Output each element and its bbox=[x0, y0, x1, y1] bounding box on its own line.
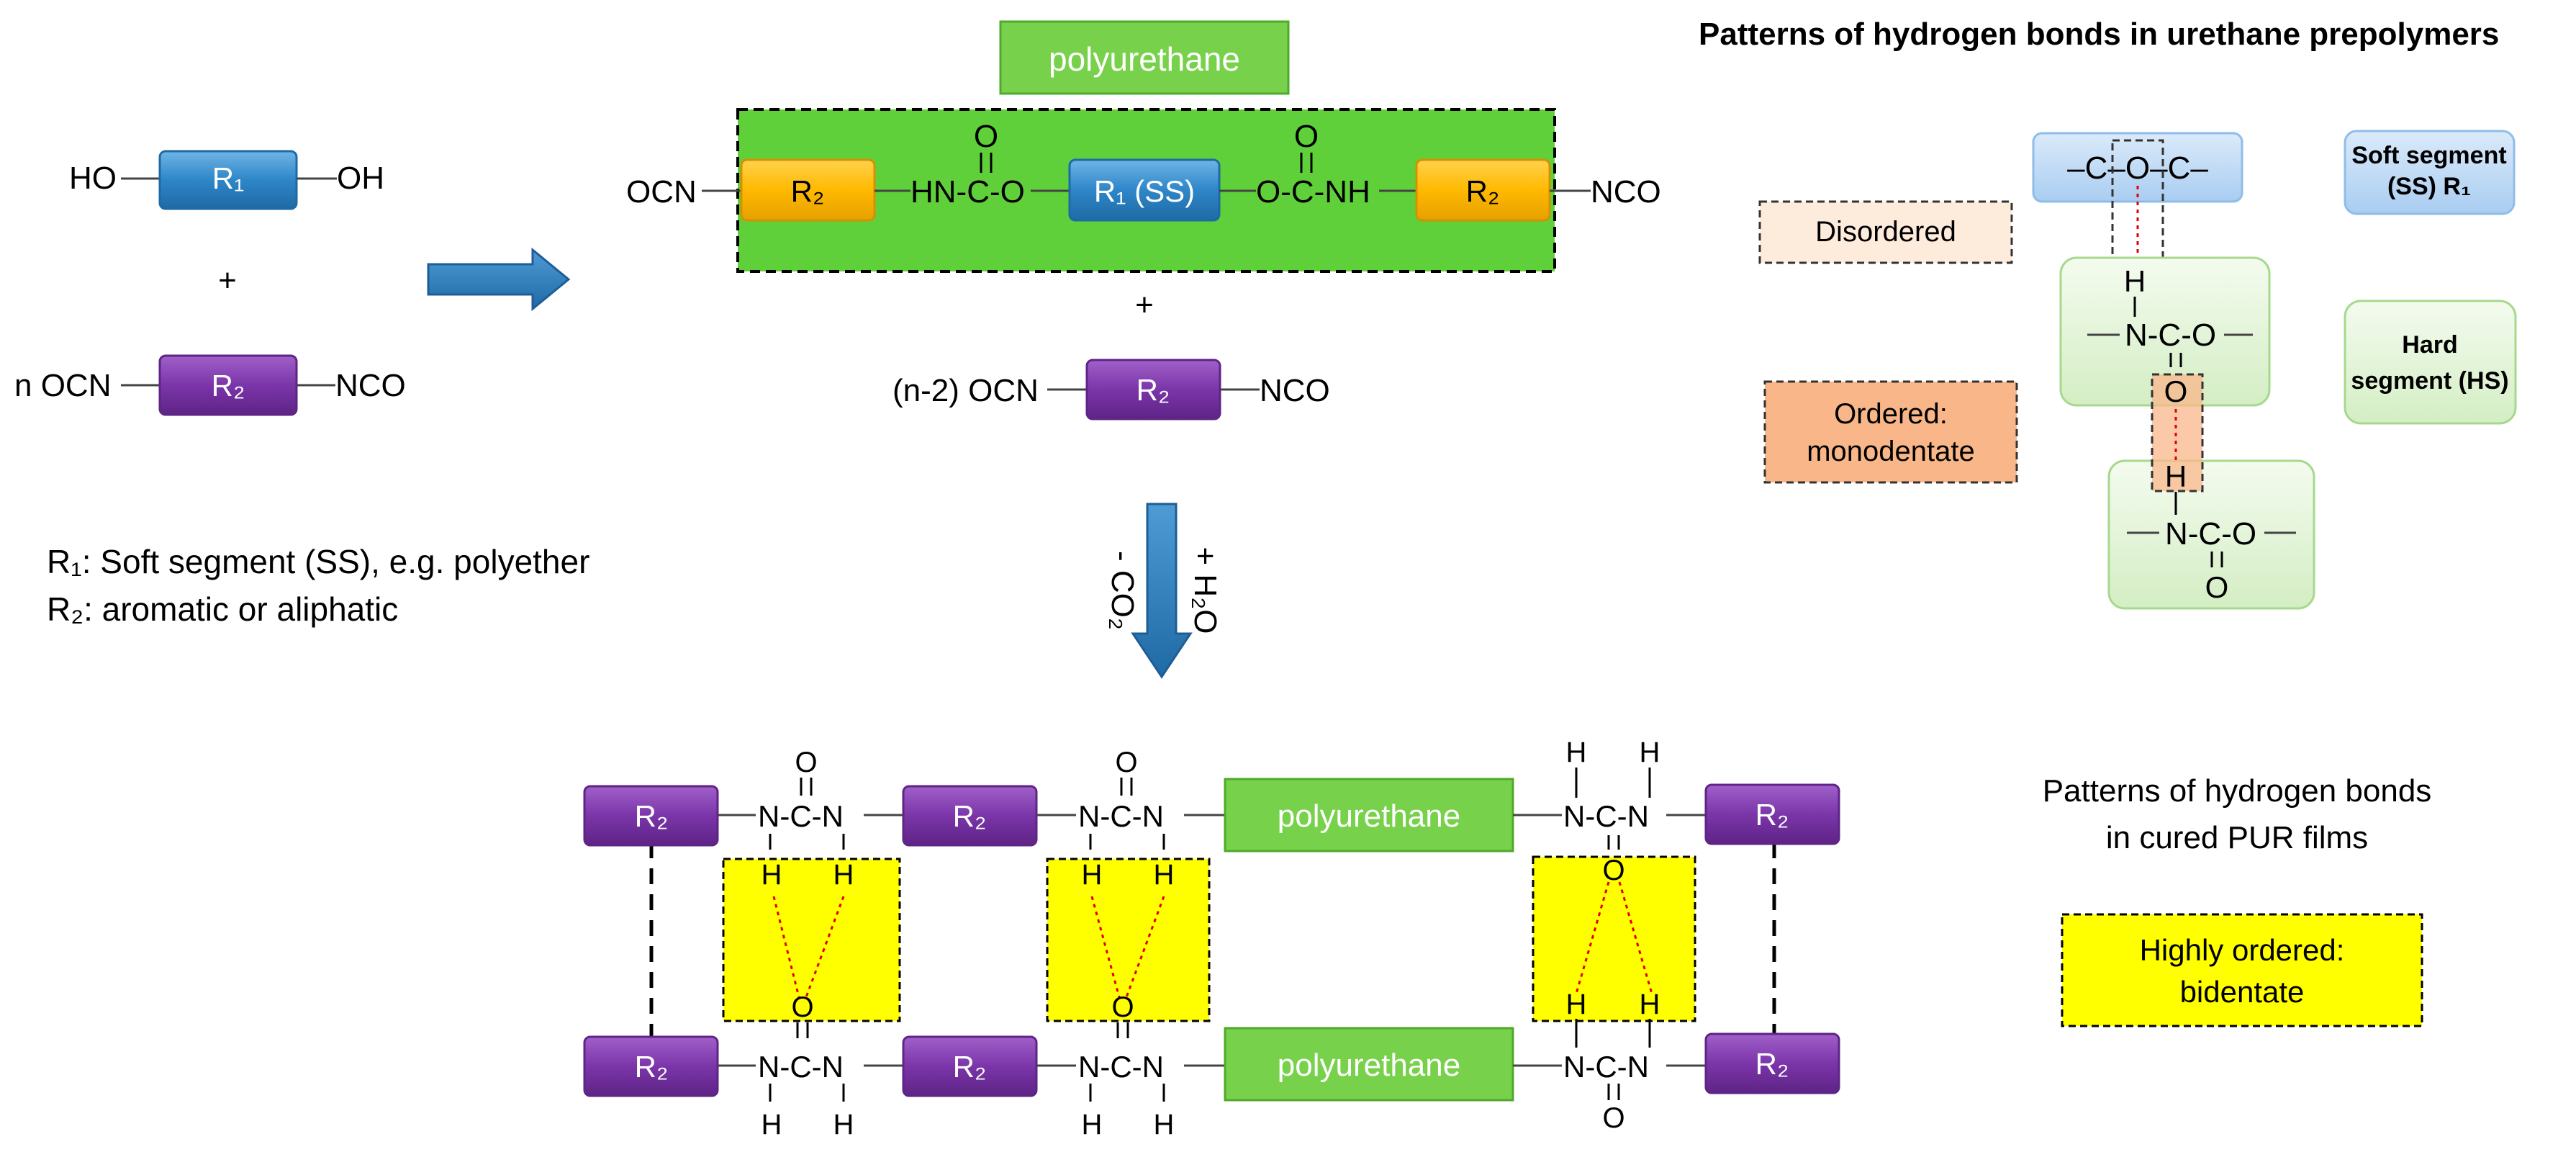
carbonyl-o-right: O bbox=[1294, 119, 1319, 154]
hs1-ncoo: N-C-O bbox=[2125, 318, 2216, 353]
cured-title-2: in cured PUR films bbox=[2106, 820, 2368, 855]
cured-h-bonds bbox=[772, 881, 1653, 998]
hs1-h: H bbox=[2124, 264, 2146, 298]
ss-legend-1: Soft segment bbox=[2351, 142, 2506, 169]
r2-label: R₂ bbox=[212, 369, 245, 402]
svg-text:H: H bbox=[1082, 859, 1103, 891]
svg-text:O: O bbox=[795, 747, 817, 778]
n2-ocn-label: (n-2) OCN bbox=[892, 373, 1039, 408]
reactant-diisocyanate: n OCN R₂ NCO bbox=[14, 354, 406, 416]
hs2-o: O bbox=[2205, 570, 2229, 604]
svg-text:H: H bbox=[1640, 989, 1660, 1020]
ho-label: HO bbox=[69, 161, 117, 196]
ordered-label-2: monodentate bbox=[1807, 436, 1975, 467]
legend-r2: R₂: aromatic or aliphatic bbox=[47, 590, 398, 628]
r1-box bbox=[158, 150, 298, 210]
hs-legend-1: Hard bbox=[2402, 331, 2457, 359]
svg-text:H: H bbox=[1566, 989, 1587, 1020]
svg-text:R₂: R₂ bbox=[635, 1050, 669, 1084]
reaction-arrow-right bbox=[427, 247, 571, 312]
svg-text:H: H bbox=[1566, 737, 1587, 768]
svg-text:O: O bbox=[1602, 855, 1624, 886]
svg-text:polyurethane: polyurethane bbox=[1278, 1048, 1460, 1083]
hnco-group: HN-C-O bbox=[910, 174, 1025, 210]
r2-label-right: R₂ bbox=[1466, 174, 1500, 208]
hs1-o-top: O bbox=[2164, 374, 2188, 408]
svg-text:O: O bbox=[1111, 991, 1134, 1023]
ordered-label-1: Ordered: bbox=[1834, 398, 1948, 430]
svg-text:O: O bbox=[1115, 747, 1137, 778]
monodentate-highlight bbox=[2151, 373, 2204, 492]
hs2-ncoo: N-C-O bbox=[2165, 516, 2256, 552]
svg-text:N-C-N: N-C-N bbox=[1078, 1050, 1164, 1084]
svg-text:N-C-N: N-C-N bbox=[1078, 799, 1164, 833]
svg-text:H: H bbox=[1154, 859, 1175, 891]
product-nco: NCO bbox=[1591, 174, 1661, 210]
svg-text:H: H bbox=[761, 1109, 782, 1140]
co2-label: - CO₂ bbox=[1105, 551, 1140, 630]
ocnh-group: O-C-NH bbox=[1256, 174, 1370, 210]
svg-text:N-C-N: N-C-N bbox=[1563, 799, 1649, 833]
hs-legend-box bbox=[2344, 300, 2517, 425]
reaction-arrow-down bbox=[1131, 503, 1193, 679]
r2-label-excess: R₂ bbox=[1136, 373, 1170, 407]
cured-title-1: Patterns of hydrogen bonds bbox=[2043, 773, 2432, 809]
r1-label: R₁ bbox=[212, 161, 245, 195]
product-plus: + bbox=[1135, 287, 1154, 323]
svg-text:N-C-N: N-C-N bbox=[1563, 1050, 1649, 1084]
ss-legend-box bbox=[2344, 130, 2516, 215]
polyurethane-title-box bbox=[999, 20, 1290, 95]
bidentate-label-2: bidentate bbox=[2180, 975, 2305, 1009]
ss-legend-2: (SS) R₁ bbox=[2387, 173, 2471, 200]
r2-label-left: R₂ bbox=[791, 174, 825, 208]
n-ocn-label: n OCN bbox=[14, 368, 111, 403]
reactant-diol: HO R₁ OH bbox=[69, 150, 384, 210]
svg-text:O: O bbox=[791, 991, 813, 1023]
svg-text:polyurethane: polyurethane bbox=[1278, 798, 1460, 834]
svg-text:H: H bbox=[833, 859, 854, 891]
product-ocn: OCN bbox=[626, 174, 697, 210]
svg-text:R₂: R₂ bbox=[953, 799, 987, 833]
cured-bottom-chain: O R₂ N-C-N H H O R₂ N-C-N H H polyuretha… bbox=[583, 989, 1840, 1140]
coc-group: –C–O–C– bbox=[2067, 150, 2208, 186]
bidentate-box bbox=[2061, 913, 2423, 1027]
bidentate-region-1 bbox=[722, 858, 901, 1022]
cured-top-chain: R₂ N-C-N O H H R₂ N-C-N O H H polyuretha… bbox=[583, 737, 1840, 891]
bidentate-region-3 bbox=[1532, 855, 1696, 1022]
nco-label: NCO bbox=[335, 368, 406, 403]
h2o-label: + H₂O bbox=[1188, 547, 1223, 634]
svg-text:N-C-N: N-C-N bbox=[758, 799, 844, 833]
svg-text:R₂: R₂ bbox=[1755, 1047, 1789, 1081]
svg-text:H: H bbox=[761, 859, 782, 891]
prepolymer-panel-title: Patterns of hydrogen bonds in urethane p… bbox=[1699, 17, 2499, 52]
hs2-h: H bbox=[2165, 459, 2187, 493]
hs-legend-2: segment (HS) bbox=[2351, 367, 2508, 395]
oh-label: OH bbox=[337, 161, 384, 196]
legend-r1: R₁: Soft segment (SS), e.g. polyether bbox=[47, 543, 589, 580]
plus-sign: + bbox=[218, 263, 237, 298]
svg-text:R₂: R₂ bbox=[1755, 798, 1789, 832]
carbonyl-o-left: O bbox=[974, 119, 998, 154]
svg-text:H: H bbox=[1154, 1109, 1175, 1140]
ordered-box bbox=[1763, 380, 2018, 484]
bidentate-label-1: Highly ordered: bbox=[2140, 933, 2345, 967]
svg-text:H: H bbox=[833, 1109, 854, 1140]
svg-text:O: O bbox=[1602, 1102, 1624, 1134]
polyurethane-title: polyurethane bbox=[1049, 40, 1240, 78]
r1-ss-label: R₁ (SS) bbox=[1094, 174, 1195, 208]
svg-text:N-C-N: N-C-N bbox=[758, 1050, 844, 1084]
disordered-label: Disordered bbox=[1815, 216, 1956, 248]
nco-excess: NCO bbox=[1260, 373, 1330, 408]
svg-text:R₂: R₂ bbox=[953, 1050, 987, 1084]
svg-text:R₂: R₂ bbox=[635, 799, 669, 833]
hs-box-2 bbox=[2107, 459, 2315, 610]
svg-text:H: H bbox=[1640, 737, 1660, 768]
svg-text:H: H bbox=[1082, 1109, 1103, 1140]
disordered-box bbox=[1758, 200, 2013, 264]
